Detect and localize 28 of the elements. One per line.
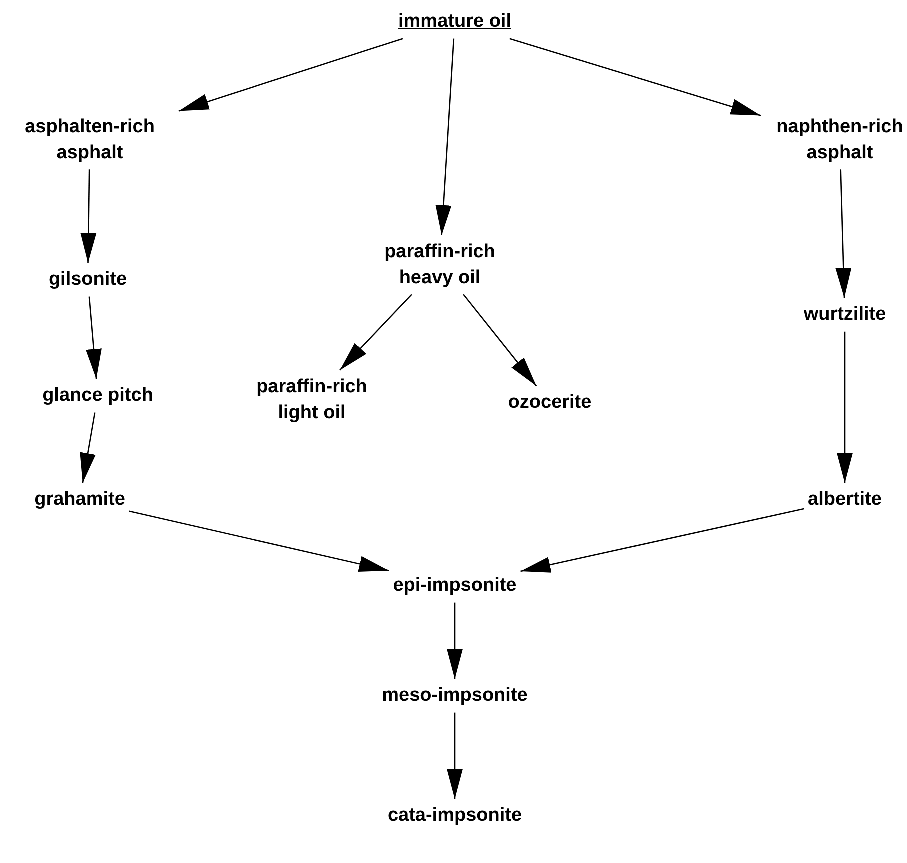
node-label: glance pitch xyxy=(42,384,154,408)
arrow xyxy=(80,412,96,484)
arrow xyxy=(178,38,404,112)
node-label: ozocerite xyxy=(508,391,592,416)
node-label: naphthen-rich asphalt xyxy=(776,115,904,165)
arrow xyxy=(129,510,390,572)
node-label: cata-impsonite xyxy=(388,804,522,828)
arrow xyxy=(86,296,102,380)
node-label: grahamite xyxy=(34,488,126,512)
arrow xyxy=(447,712,463,800)
arrow xyxy=(520,508,804,573)
node-label: albertite xyxy=(808,488,882,512)
arrow xyxy=(436,38,455,236)
arrow xyxy=(340,294,412,371)
arrow xyxy=(447,602,463,680)
node-label: paraffin-rich light oil xyxy=(256,375,368,425)
arrow xyxy=(463,294,538,387)
node-label: paraffin-rich heavy oil xyxy=(384,240,496,290)
arrow xyxy=(80,170,97,264)
arrow xyxy=(836,170,852,298)
node-label: immature oil xyxy=(398,10,512,34)
arrow xyxy=(837,332,853,484)
arrow xyxy=(510,38,762,116)
node-label: gilsonite xyxy=(48,268,128,292)
node-label: epi-impsonite xyxy=(393,574,517,598)
node-label: wurtzilite xyxy=(804,303,886,328)
node-label: asphalten-rich asphalt xyxy=(24,115,156,165)
node-label: meso-impsonite xyxy=(382,684,528,708)
